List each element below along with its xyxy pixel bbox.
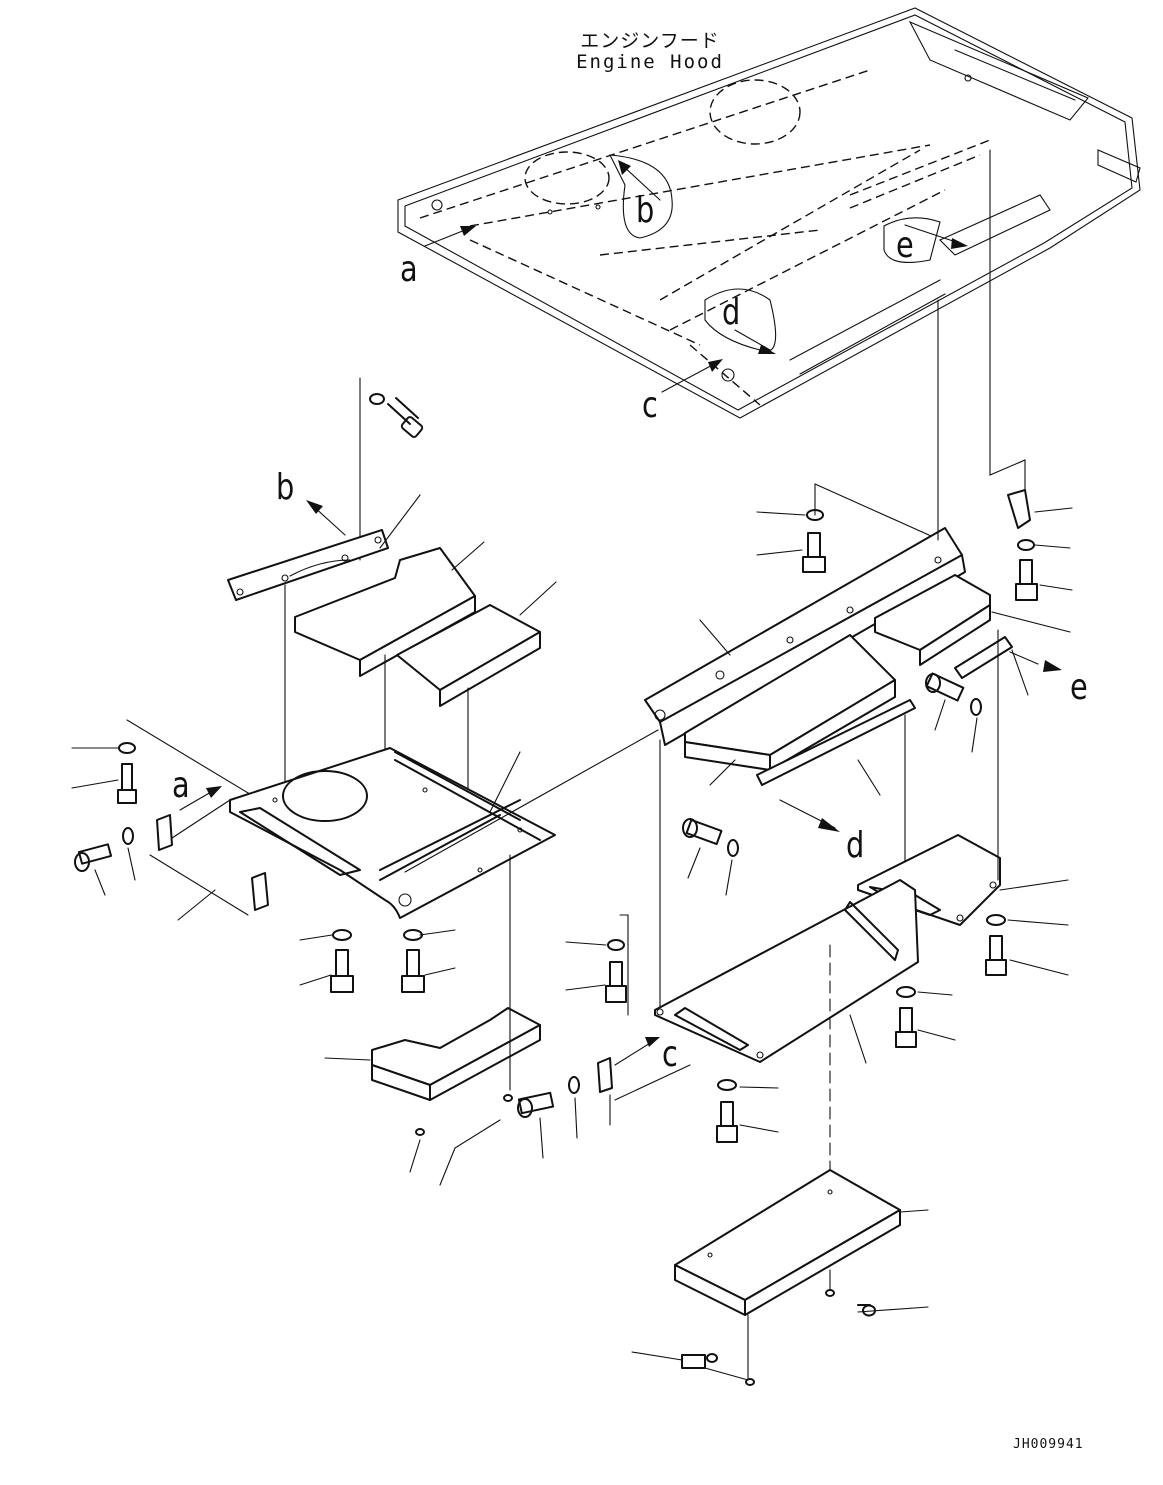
right-assembly	[565, 149, 1073, 1386]
label-c-part: c	[662, 1034, 678, 1075]
label-b-part: b	[276, 467, 295, 508]
label-c-hood: c	[642, 385, 658, 426]
label-e-part: e	[1070, 667, 1088, 708]
label-d-part: d	[846, 825, 865, 866]
label-b-hood: b	[636, 190, 655, 231]
label-d-hood: d	[722, 292, 741, 333]
engine-hood	[397, 7, 1141, 419]
label-e-hood: e	[896, 225, 914, 266]
caption-english: Engine Hood	[576, 51, 724, 73]
caption-japanese: エンジンフード	[580, 30, 720, 52]
label-a-hood: a	[400, 249, 418, 290]
drawing-code: JH009941	[1013, 1437, 1084, 1452]
left-assembly	[71, 377, 691, 1186]
label-a-part: a	[172, 765, 190, 806]
